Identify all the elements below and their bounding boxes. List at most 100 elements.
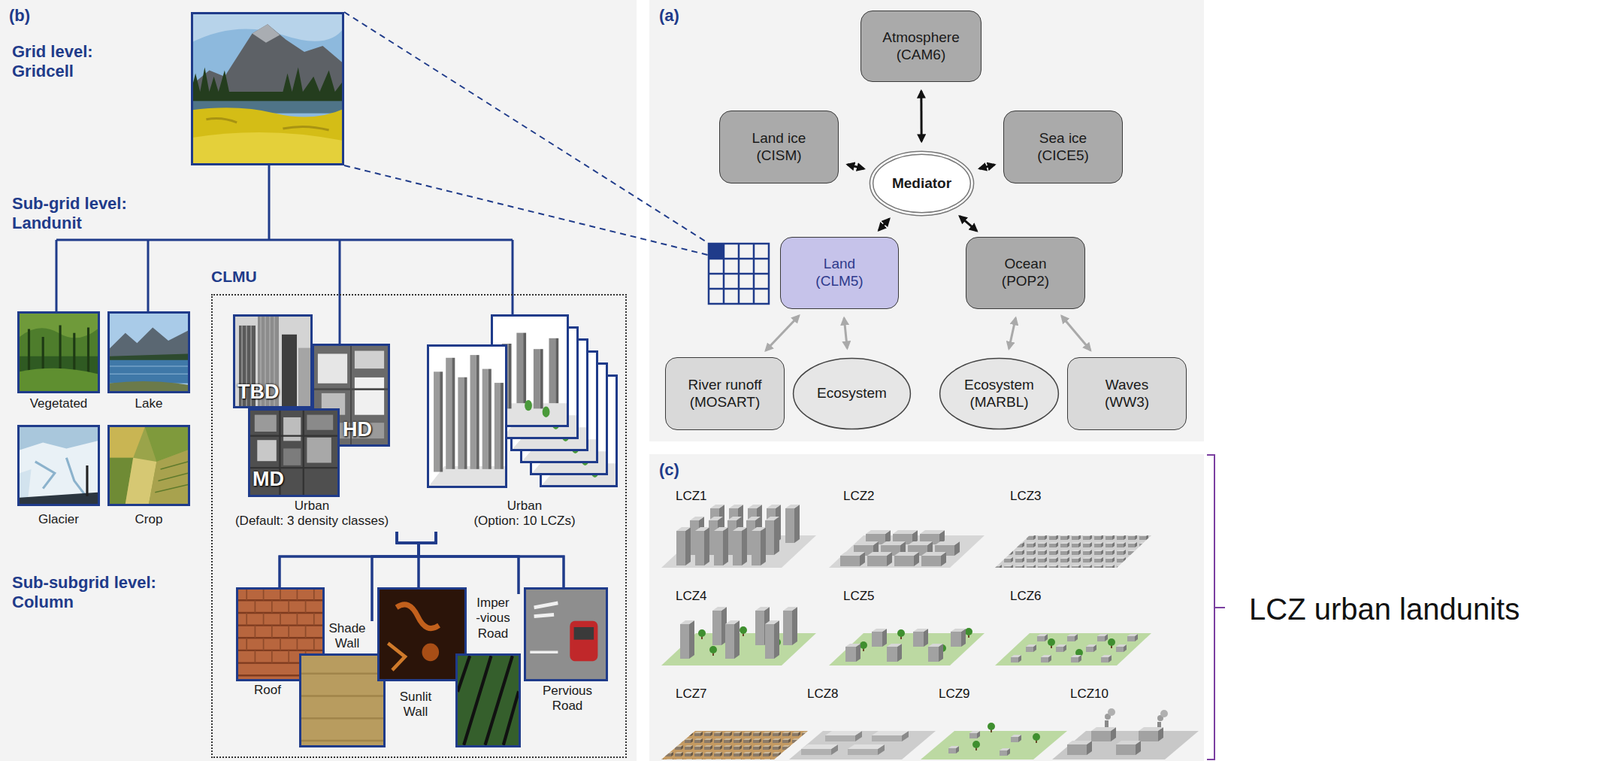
grid-icon (708, 243, 769, 304)
text-line: Urban (235, 498, 389, 514)
text-line: Wall (399, 704, 433, 720)
text-line: Landunit (12, 213, 128, 233)
photo-tile (377, 586, 467, 681)
level-heading: Sub-subgrid level: Column (12, 572, 157, 613)
node-text: Imper -vious Road (475, 595, 510, 642)
text-line: Sub-subgrid level: (12, 572, 157, 593)
text-line: Land (815, 255, 863, 273)
photo-art (301, 655, 384, 745)
node-text: Urban (Option: 10 LCZs) (473, 498, 575, 530)
photo-art (429, 346, 506, 486)
clmu-group: CLMUTBDHDMDUrban (Default: 3 density cla… (211, 293, 627, 758)
node-text: Ocean (POP2) (1001, 255, 1050, 291)
lcz-label: LCZ5 (843, 588, 875, 604)
text-line: (MOSART) (688, 393, 763, 412)
node-text: Roof (254, 682, 282, 698)
group-heading: CLMU (211, 266, 258, 286)
lcz-label: LCZ3 (1010, 488, 1042, 504)
photo-tag: MD (252, 466, 285, 491)
photo-tag: HD (342, 417, 373, 442)
text-line: Grid level: (12, 42, 94, 62)
photo-art (379, 589, 465, 679)
photo-art (19, 426, 98, 504)
node-text: Glacier (38, 511, 79, 527)
text-line: Ecosystem (964, 376, 1035, 394)
gridcell-photo (190, 12, 345, 166)
connector (878, 218, 890, 230)
node-text: Ecosystem (816, 384, 887, 403)
landunit-tile: Glacier (17, 424, 100, 530)
lcz10-illustration (1052, 707, 1199, 760)
node-text: Land (CLM5) (815, 255, 863, 291)
node-text: Waves (WW3) (1104, 376, 1150, 412)
component-box: River runoff (MOSART) (665, 356, 785, 430)
connector (919, 90, 923, 142)
connector (979, 164, 995, 169)
node-text: Mediator (892, 175, 952, 193)
text-line: Shade (328, 620, 366, 636)
photo-art (109, 313, 188, 391)
component-box: Atmosphere (CAM6) (860, 10, 982, 82)
node-text: Sea ice (CICE5) (1037, 130, 1089, 165)
text-line: Gridcell (12, 61, 94, 82)
component-ellipse: Ecosystem (MARBL) (938, 356, 1060, 430)
photo-tile (107, 424, 191, 506)
lcz4-illustration (661, 606, 817, 666)
node-text: Ecosystem (MARBL) (964, 376, 1035, 412)
column-tile: Pervious Road (523, 586, 608, 719)
connector (418, 531, 436, 587)
node-text: Atmosphere (CAM6) (882, 29, 959, 64)
column-tile: Imper -vious Road (455, 593, 521, 748)
lcz2-illustration (828, 529, 985, 568)
connector (418, 531, 564, 587)
text-line: Sub-grid level: (12, 193, 128, 214)
component-box: Ocean (POP2) (965, 236, 1086, 309)
photo-tile (455, 653, 521, 748)
photo-art (457, 655, 519, 745)
text-line: (POP2) (1001, 272, 1050, 291)
component-box: Waves (WW3) (1067, 356, 1187, 430)
lcz-label: LCZ7 (675, 686, 708, 702)
text-line: (MARBL) (964, 393, 1035, 412)
lcz7-illustration (661, 730, 808, 760)
connector (279, 531, 436, 587)
photo-tag: TBD (237, 379, 280, 404)
lcz-label: LCZ8 (807, 686, 839, 702)
lcz-label: LCZ1 (675, 488, 708, 504)
component-ellipse: Ecosystem (792, 356, 912, 430)
level-heading: Sub-grid level: Landunit (12, 193, 128, 234)
node-text: Crop (135, 511, 164, 527)
text-line: (CLM5) (815, 272, 863, 291)
text-line: River runoff (688, 376, 763, 394)
lcz-label: LCZ2 (843, 488, 875, 504)
lcz-label: LCZ9 (938, 686, 971, 702)
column-tile: Shade Wall (299, 620, 386, 748)
text-line: Imper (475, 595, 510, 611)
connector (1009, 317, 1017, 349)
lcz9-illustration (920, 722, 1068, 760)
text-line: Road (542, 698, 593, 714)
bracket (1206, 454, 1225, 760)
lcz3-illustration (995, 535, 1152, 568)
landunit-tile: Lake (107, 311, 191, 417)
text-line: Pervious (542, 683, 593, 699)
node-text: Shade Wall (328, 620, 366, 652)
connector (396, 531, 419, 587)
text-line: Sea ice (1037, 130, 1089, 148)
column-tile: Sunlit Wall (377, 586, 467, 722)
node-text: Sunlit Wall (399, 689, 433, 720)
text-line: (Default: 3 density classes) (235, 513, 389, 529)
text-line: Atmosphere (882, 29, 959, 47)
connector (847, 164, 865, 170)
photo-tile (523, 586, 608, 681)
landunit-tile: Crop (107, 424, 191, 530)
text-line: (CAM6) (882, 46, 959, 64)
photo-art (109, 426, 188, 504)
text-line: Urban (473, 498, 575, 514)
text-line: (Option: 10 LCZs) (473, 513, 575, 529)
panel-letter: (c) (659, 459, 680, 480)
panel-letter: (b) (9, 6, 31, 26)
node-text: Urban (Default: 3 density classes) (235, 498, 389, 530)
node-text: Lake (135, 396, 164, 412)
